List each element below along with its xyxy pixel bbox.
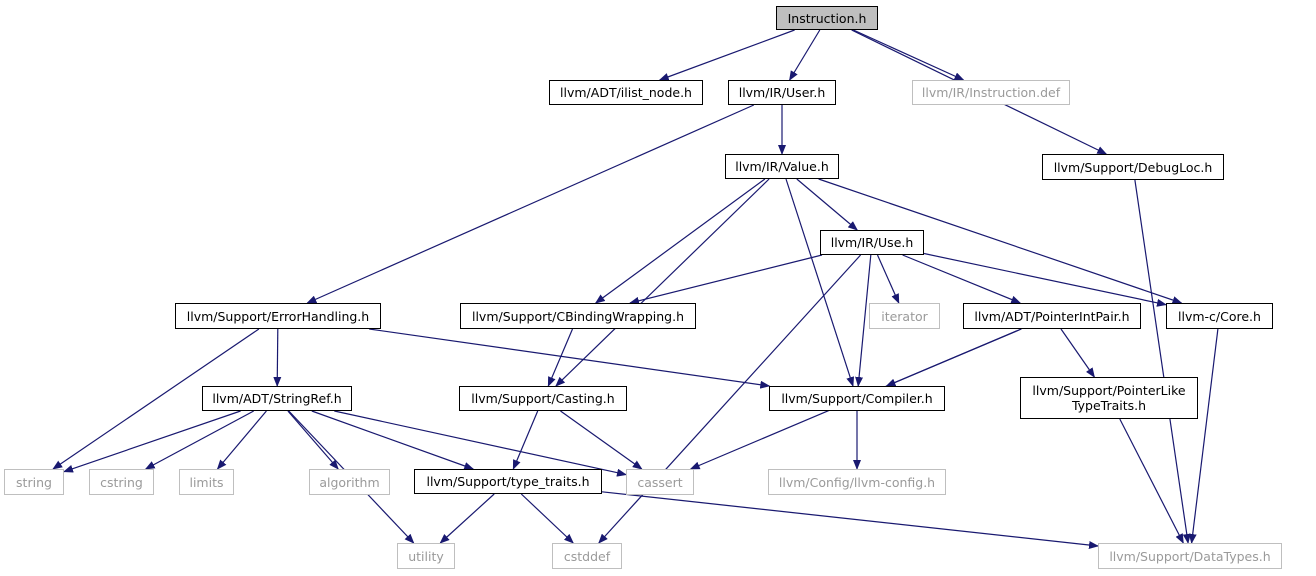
node-errorhandling-h[interactable]: llvm/Support/ErrorHandling.h xyxy=(175,303,381,329)
node-label: Instruction.h xyxy=(787,10,867,26)
node-label: llvm/Support/CBindingWrapping.h xyxy=(471,308,684,324)
node-iterator[interactable]: iterator xyxy=(869,303,940,329)
node-label: llvm/IR/Instruction.def xyxy=(921,85,1061,100)
node-label: llvm/ADT/PointerIntPair.h xyxy=(974,308,1130,324)
edge-stringref_h-to-cstring xyxy=(144,410,254,470)
node-label: llvm/ADT/StringRef.h xyxy=(212,391,342,406)
node-compiler-h[interactable]: llvm/Support/Compiler.h xyxy=(769,386,945,411)
edge-use_h-to-pointerintpair_h xyxy=(902,254,1022,304)
edge-debugloc_h-to-datatypes_h xyxy=(1134,179,1191,544)
node-value-h[interactable]: llvm/IR/Value.h xyxy=(725,154,839,179)
edge-stringref_h-to-string xyxy=(63,410,241,473)
edge-use_h-to-cstddef xyxy=(598,254,862,544)
edge-instruction_h-to-user_h xyxy=(789,29,821,81)
node-instruction-h[interactable]: Instruction.h xyxy=(776,6,878,30)
node-label: utility xyxy=(408,548,444,564)
node-label: llvm/ADT/ilist_node.h xyxy=(560,85,692,100)
edge-stringref_h-to-limits xyxy=(216,410,267,470)
node-label: llvm/Config/llvm-config.h xyxy=(778,474,936,490)
edge-type_traits_h-to-utility xyxy=(439,493,495,544)
edge-errorhandling_h-to-compiler_h xyxy=(369,328,771,389)
edge-value_h-to-core_h xyxy=(818,178,1183,304)
node-label: limits xyxy=(189,474,224,490)
node-label: llvm/Support/PointerLike TypeTraits.h xyxy=(1032,383,1186,413)
node-label: llvm/Support/Compiler.h xyxy=(781,391,933,406)
edge-use_h-to-cbinding_h xyxy=(629,254,823,305)
edge-instruction_h-to-instruction_def xyxy=(853,29,965,81)
node-label: cstring xyxy=(100,474,143,490)
node-label: llvm/Support/DataTypes.h xyxy=(1109,548,1271,564)
node-ilist-node-h[interactable]: llvm/ADT/ilist_node.h xyxy=(549,80,703,105)
node-stringref-h[interactable]: llvm/ADT/StringRef.h xyxy=(202,386,352,411)
edge-cbinding_h-to-casting_h xyxy=(547,328,574,387)
edge-pointerlike_h-to-datatypes_h xyxy=(1119,418,1184,544)
node-label: cstddef xyxy=(563,548,611,564)
edge-stringref_h-to-cassert xyxy=(334,410,627,477)
node-string[interactable]: string xyxy=(4,469,64,495)
node-algorithm[interactable]: algorithm xyxy=(309,469,390,495)
node-debugloc-h[interactable]: llvm/Support/DebugLoc.h xyxy=(1042,154,1224,180)
node-label: llvm-c/Core.h xyxy=(1178,308,1261,324)
edge-instruction_h-to-ilist_node_h xyxy=(658,29,795,81)
edge-stringref_h-to-algorithm xyxy=(287,410,339,470)
node-label: algorithm xyxy=(319,474,380,490)
node-casting-h[interactable]: llvm/Support/Casting.h xyxy=(459,386,627,411)
edge-stringref_h-to-type_traits_h xyxy=(311,410,475,470)
edge-casting_h-to-type_traits_h xyxy=(512,410,539,470)
edge-errorhandling_h-to-string xyxy=(52,328,260,470)
node-user-h[interactable]: llvm/IR/User.h xyxy=(728,80,836,105)
node-label: llvm/Support/type_traits.h xyxy=(426,474,590,489)
node-use-h[interactable]: llvm/IR/Use.h xyxy=(820,230,924,255)
node-cassert[interactable]: cassert xyxy=(626,469,694,495)
node-llvm-c-core-h[interactable]: llvm-c/Core.h xyxy=(1166,303,1273,329)
node-label: string xyxy=(16,474,52,490)
node-pointerintpair-h[interactable]: llvm/ADT/PointerIntPair.h xyxy=(963,303,1141,329)
edge-pointerintpair_h-to-pointerlike_h xyxy=(1060,328,1095,378)
node-label: llvm/Support/Casting.h xyxy=(471,391,615,406)
node-cbindingwrapping-h[interactable]: llvm/Support/CBindingWrapping.h xyxy=(460,303,696,329)
edge-user_h-to-errorhandling_h xyxy=(306,104,755,304)
node-pointerliketypetraits-h[interactable]: llvm/Support/PointerLike TypeTraits.h xyxy=(1020,377,1198,419)
node-cstring[interactable]: cstring xyxy=(89,469,154,495)
edge-use_h-to-core_h xyxy=(923,252,1167,307)
node-datatypes-h[interactable]: llvm/Support/DataTypes.h xyxy=(1098,543,1282,569)
edge-errorhandling_h-to-stringref_h xyxy=(273,328,282,387)
node-llvm-config-h[interactable]: llvm/Config/llvm-config.h xyxy=(768,469,946,495)
edge-core_h-to-datatypes_h xyxy=(1188,328,1219,544)
node-label: cassert xyxy=(637,474,683,490)
node-label: llvm/IR/Use.h xyxy=(830,235,914,250)
node-label: iterator xyxy=(881,308,928,324)
node-instruction-def[interactable]: llvm/IR/Instruction.def xyxy=(912,80,1070,105)
edge-type_traits_h-to-datatypes_h xyxy=(601,491,1099,549)
edge-value_h-to-cbinding_h xyxy=(594,178,766,304)
node-type-traits-h[interactable]: llvm/Support/type_traits.h xyxy=(414,469,602,494)
edge-type_traits_h-to-cstddef xyxy=(520,493,574,544)
node-label: llvm/IR/User.h xyxy=(738,85,826,100)
node-label: llvm/Support/DebugLoc.h xyxy=(1053,159,1213,175)
edge-value_h-to-use_h xyxy=(796,178,858,231)
edge-use_h-to-iterator xyxy=(876,254,900,304)
edge-use_h-to-compiler_h xyxy=(855,254,872,387)
node-cstddef[interactable]: cstddef xyxy=(552,543,622,569)
node-label: llvm/IR/Value.h xyxy=(735,159,829,174)
edge-value_h-to-compiler_h xyxy=(785,178,855,387)
edge-value_h-to-casting_h xyxy=(555,178,770,387)
node-utility[interactable]: utility xyxy=(397,543,455,569)
node-label: llvm/Support/ErrorHandling.h xyxy=(186,308,370,324)
edge-casting_h-to-cassert xyxy=(560,410,643,470)
node-limits[interactable]: limits xyxy=(179,469,234,495)
